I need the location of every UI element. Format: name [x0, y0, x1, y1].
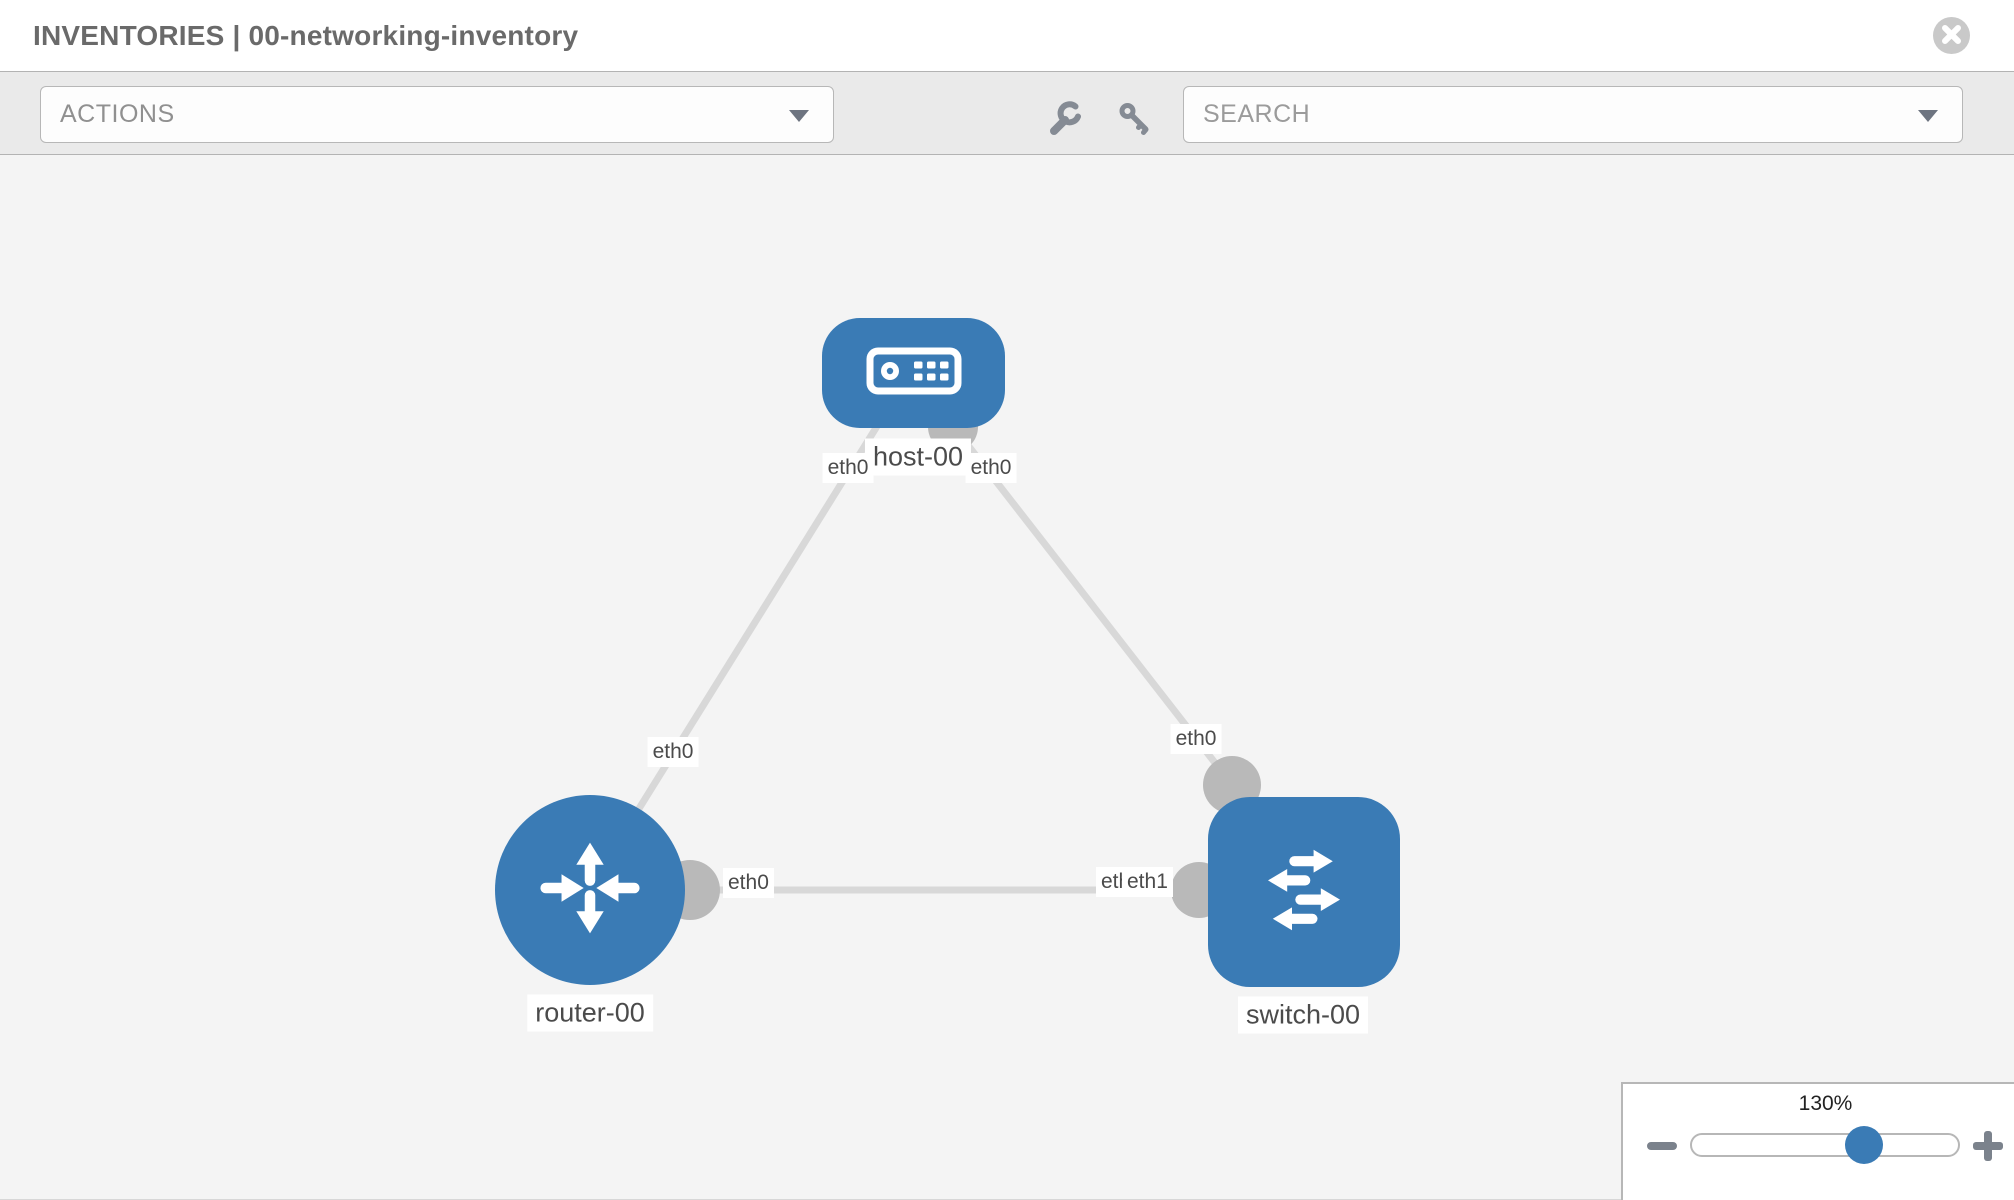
switch-icon	[1244, 830, 1364, 955]
interface-label-host-right: eth0	[965, 453, 1017, 483]
search-dropdown[interactable]	[1183, 86, 1963, 143]
actions-dropdown[interactable]: ACTIONS	[40, 86, 834, 143]
node-host-00[interactable]	[822, 318, 1005, 428]
header: INVENTORIES | 00-networking-inventory	[0, 0, 2014, 71]
minus-icon	[1647, 1142, 1677, 1150]
chevron-down-icon	[789, 109, 809, 122]
wrench-icon	[1047, 100, 1083, 140]
page-title: INVENTORIES | 00-networking-inventory	[33, 19, 579, 51]
host-icon	[866, 347, 962, 400]
interface-label-host-left: eth0	[822, 453, 874, 483]
close-button[interactable]	[1933, 17, 1970, 54]
interface-label-switch-left: eth1	[1122, 867, 1173, 897]
toolbar: ACTIONS	[0, 71, 2014, 155]
node-switch-00[interactable]	[1208, 797, 1400, 987]
zoom-in-button[interactable]	[1970, 1128, 2006, 1164]
interface-label-router-uplink: eth0	[647, 737, 699, 767]
zoom-out-button[interactable]	[1644, 1128, 1680, 1164]
interface-label-switch-uplink: eth0	[1170, 724, 1222, 754]
node-label-switch: switch-00	[1237, 996, 1369, 1034]
plus-icon	[1973, 1131, 2003, 1161]
zoom-panel: 130%	[1621, 1082, 2014, 1200]
key-icon	[1117, 101, 1153, 140]
zoom-level-value: 130%	[1798, 1092, 1853, 1115]
search-input[interactable]	[1184, 87, 1874, 142]
node-router-00[interactable]	[495, 795, 685, 985]
router-icon	[532, 830, 648, 951]
actions-dropdown-label: ACTIONS	[60, 100, 175, 128]
close-icon	[1941, 24, 1962, 48]
zoom-slider-knob[interactable]	[1845, 1126, 1883, 1164]
configure-button[interactable]	[1043, 98, 1087, 142]
credentials-button[interactable]	[1113, 98, 1157, 142]
links-layer	[600, 402, 1300, 920]
zoom-slider-track[interactable]	[1690, 1133, 1960, 1157]
topology-canvas[interactable]: host-00 router-00 switch-00 eth0 eth0 et…	[0, 155, 2014, 1200]
node-label-host: host-00	[864, 438, 972, 476]
interface-label-router-right: eth0	[723, 868, 774, 898]
chevron-down-icon	[1918, 109, 1938, 122]
node-label-router: router-00	[527, 994, 653, 1032]
